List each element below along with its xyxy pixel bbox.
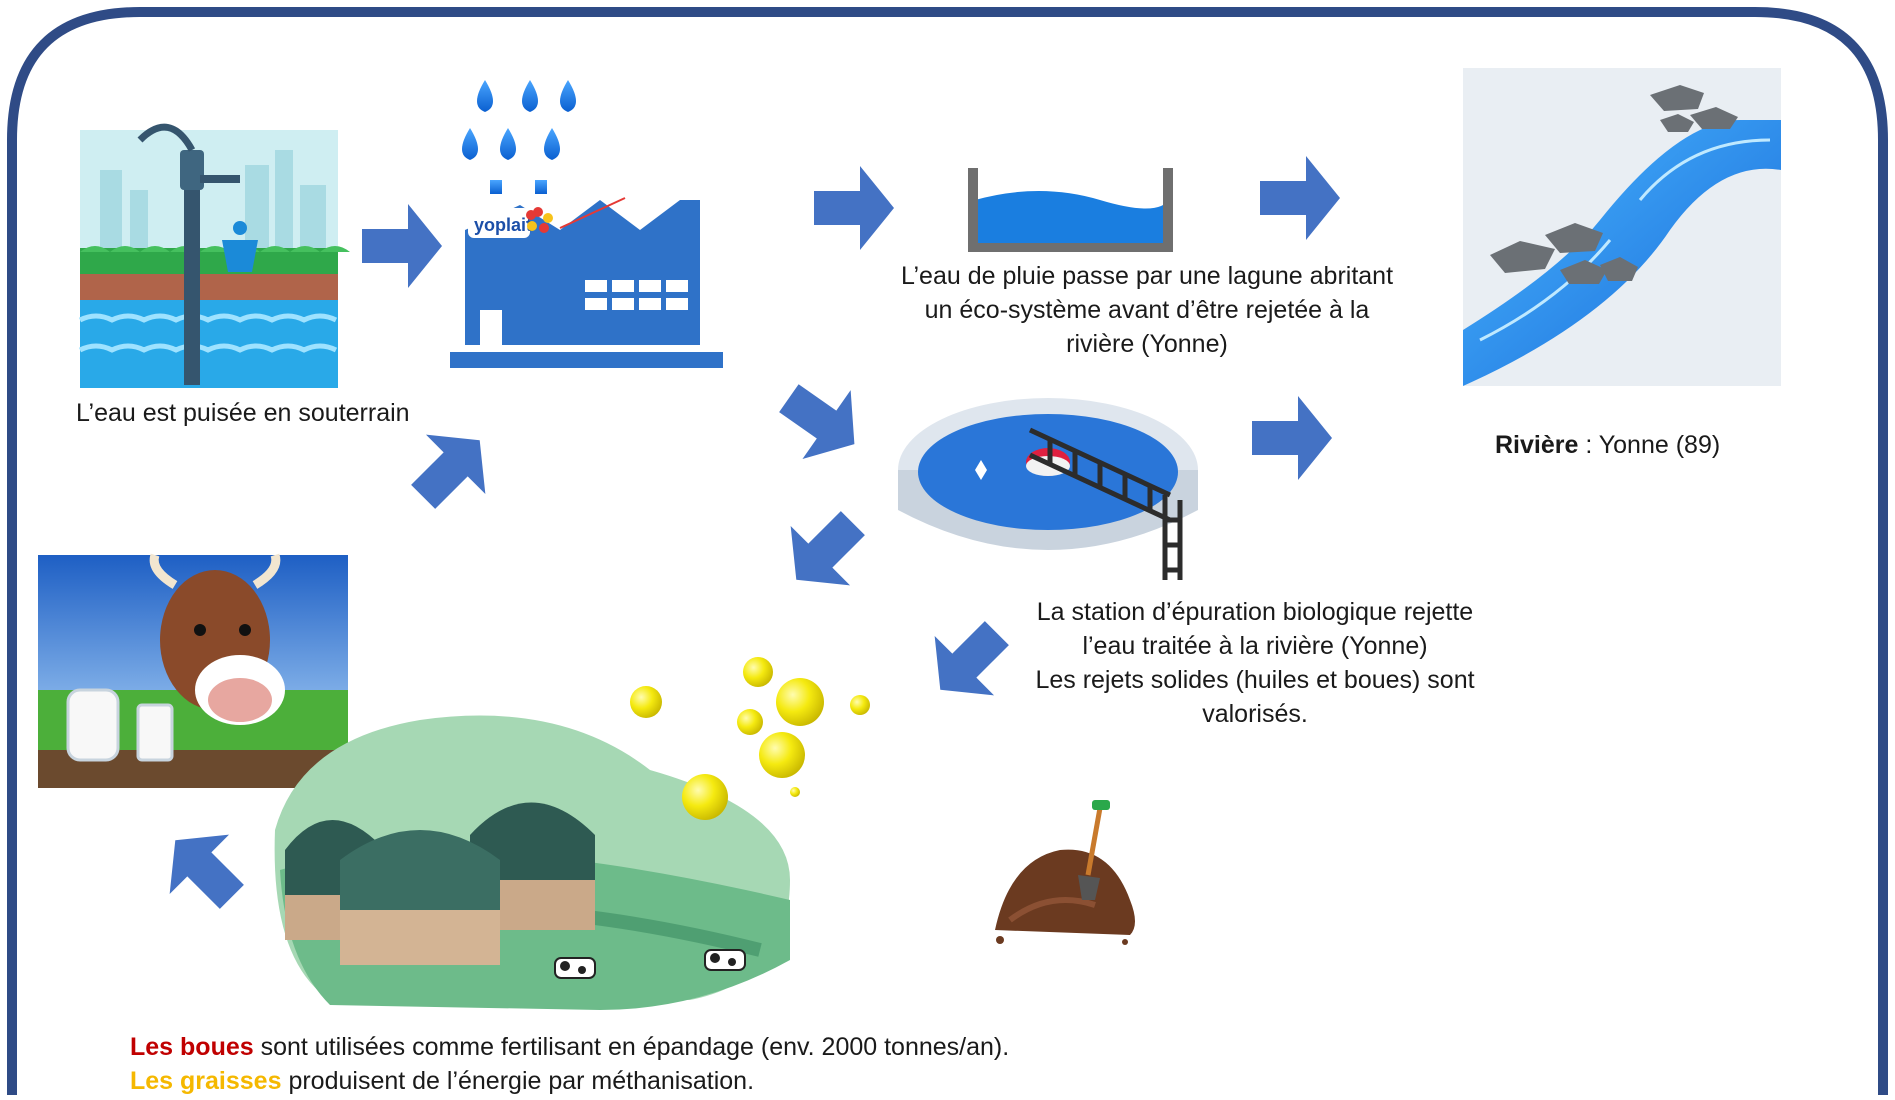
station-caption-line: valorisés.	[1202, 700, 1308, 728]
boues-caption-rest: sont utilisées comme fertilisant en épan…	[253, 1033, 1010, 1061]
boues-caption-bold: Les boues	[130, 1033, 254, 1061]
arrow-icon	[779, 384, 855, 459]
graisses-caption-rest: produisent de l’énergie par méthanisatio…	[281, 1067, 755, 1095]
graisses-caption-bold: Les graisses	[130, 1067, 282, 1095]
graisses-caption: Les graisses produisent de l’énergie par…	[130, 1064, 754, 1098]
river-caption: Rivière : Yonne (89)	[1495, 428, 1720, 462]
logo-flower-icon	[526, 207, 553, 233]
cow-small-icon	[704, 949, 746, 971]
arrow-icon	[1260, 156, 1340, 240]
arrow-icon	[362, 204, 442, 288]
cow-small-icon	[554, 957, 596, 979]
arrow-icon	[169, 834, 244, 909]
station-caption-line: l’eau traitée à la rivière (Yonne)	[1082, 632, 1428, 660]
station-caption: La station d’épuration biologique rejett…	[965, 595, 1545, 731]
lagoon-caption-line: rivière (Yonne)	[1066, 330, 1228, 358]
river-caption-rest: : Yonne (89)	[1578, 431, 1721, 459]
station-caption-line: Les rejets solides (huiles et boues) son…	[1035, 666, 1475, 694]
cow-milk-icon	[38, 553, 348, 788]
arrow-icon	[411, 434, 486, 509]
river-caption-bold: Rivière	[1495, 431, 1579, 459]
arrow-icon	[790, 511, 865, 586]
arrow-icon	[814, 166, 894, 250]
lagoon-caption-line: L’eau de pluie passe par une lagune abri…	[900, 262, 1394, 290]
water-pump-icon	[78, 123, 350, 388]
factory-logo: yoplait	[474, 215, 532, 235]
arrows-group	[169, 156, 1340, 909]
rain-drops-icon	[462, 80, 576, 194]
boues-caption: Les boues sont utilisées comme fertilisa…	[130, 1030, 1009, 1064]
lagoon-basin-icon	[968, 168, 1173, 252]
arrow-icon	[934, 621, 1009, 696]
pump-caption: L’eau est puisée en souterrain	[76, 399, 410, 427]
factory-icon: yoplait	[450, 197, 723, 368]
river-icon	[1463, 68, 1781, 386]
lagoon-caption-line: un éco-système avant d’être rejetée à la	[924, 296, 1370, 324]
station-caption-line: La station d’épuration biologique rejett…	[1036, 598, 1474, 626]
methanisation-icon	[274, 657, 870, 1010]
frame-border	[7, 7, 1888, 1095]
soil-shovel-icon	[995, 800, 1135, 945]
arrow-icon	[1252, 396, 1332, 480]
lagoon-caption: L’eau de pluie passe par une lagune abri…	[822, 259, 1472, 361]
treatment-station-icon	[898, 398, 1198, 580]
